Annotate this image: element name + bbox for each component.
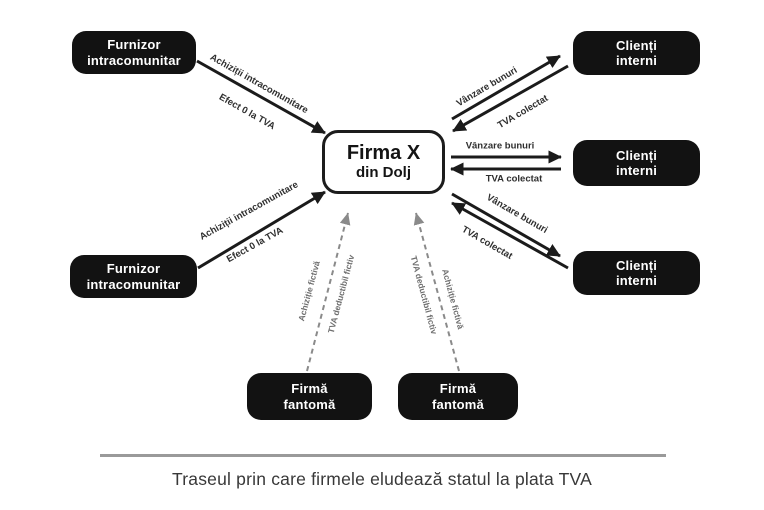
diagram-caption: Traseul prin care firmele eludează statu…	[172, 469, 592, 489]
arrow-firma-to-clienti1-sale	[451, 54, 561, 121]
node-label: Furnizor	[107, 37, 161, 53]
edge-label-tva-colectat-2: TVA colectat	[485, 173, 543, 185]
arrow-clienti1-to-firma-vat	[452, 64, 569, 133]
arrow-furnizor-bottom-to-firma	[197, 190, 326, 270]
node-label: Furnizor	[106, 261, 161, 277]
node-firma-fantoma-right: Firmă fantomă	[398, 373, 518, 420]
node-label: fantomă	[283, 396, 336, 412]
node-label: intracomunitar	[87, 52, 181, 68]
node-clienti-interni-1: Clienți interni	[573, 31, 700, 75]
node-label: Clienți	[615, 37, 658, 53]
node-label: interni	[615, 273, 658, 288]
node-label: interni	[615, 163, 658, 178]
arrow-clienti3-to-firma-vat	[451, 201, 569, 270]
node-furnizor-intracomunitar-top: Furnizor intracomunitar	[72, 31, 196, 74]
node-firma-x-din-dolj: Firma X din Dolj	[322, 130, 445, 194]
node-clienti-interni-3: Clienți interni	[573, 251, 700, 295]
node-label: Firmă	[439, 381, 477, 397]
edge-label-vanzare-bunuri-2: Vânzare bunuri	[465, 140, 535, 152]
arrow-fantoma-left-to-firma	[306, 212, 351, 372]
caption-divider	[100, 454, 666, 457]
node-clienti-interni-2: Clienți interni	[573, 140, 700, 186]
arrow-fantoma-right-to-firma	[413, 212, 460, 372]
node-label: intracomunitar	[86, 276, 181, 292]
arrow-firma-to-clienti3-sale	[451, 192, 561, 258]
node-label: Firmă	[291, 381, 328, 397]
node-furnizor-intracomunitar-bottom: Furnizor intracomunitar	[70, 255, 197, 298]
node-label: interni	[615, 53, 658, 68]
arrow-furnizor-top-to-firma	[196, 59, 326, 135]
node-label: fantomă	[432, 396, 484, 412]
firma-x-subtitle: din Dolj	[356, 164, 411, 181]
node-label: Clienți	[615, 257, 658, 273]
node-firma-fantoma-left: Firmă fantomă	[247, 373, 372, 420]
node-label: Clienți	[615, 147, 658, 163]
firma-x-title: Firma X	[346, 142, 421, 164]
